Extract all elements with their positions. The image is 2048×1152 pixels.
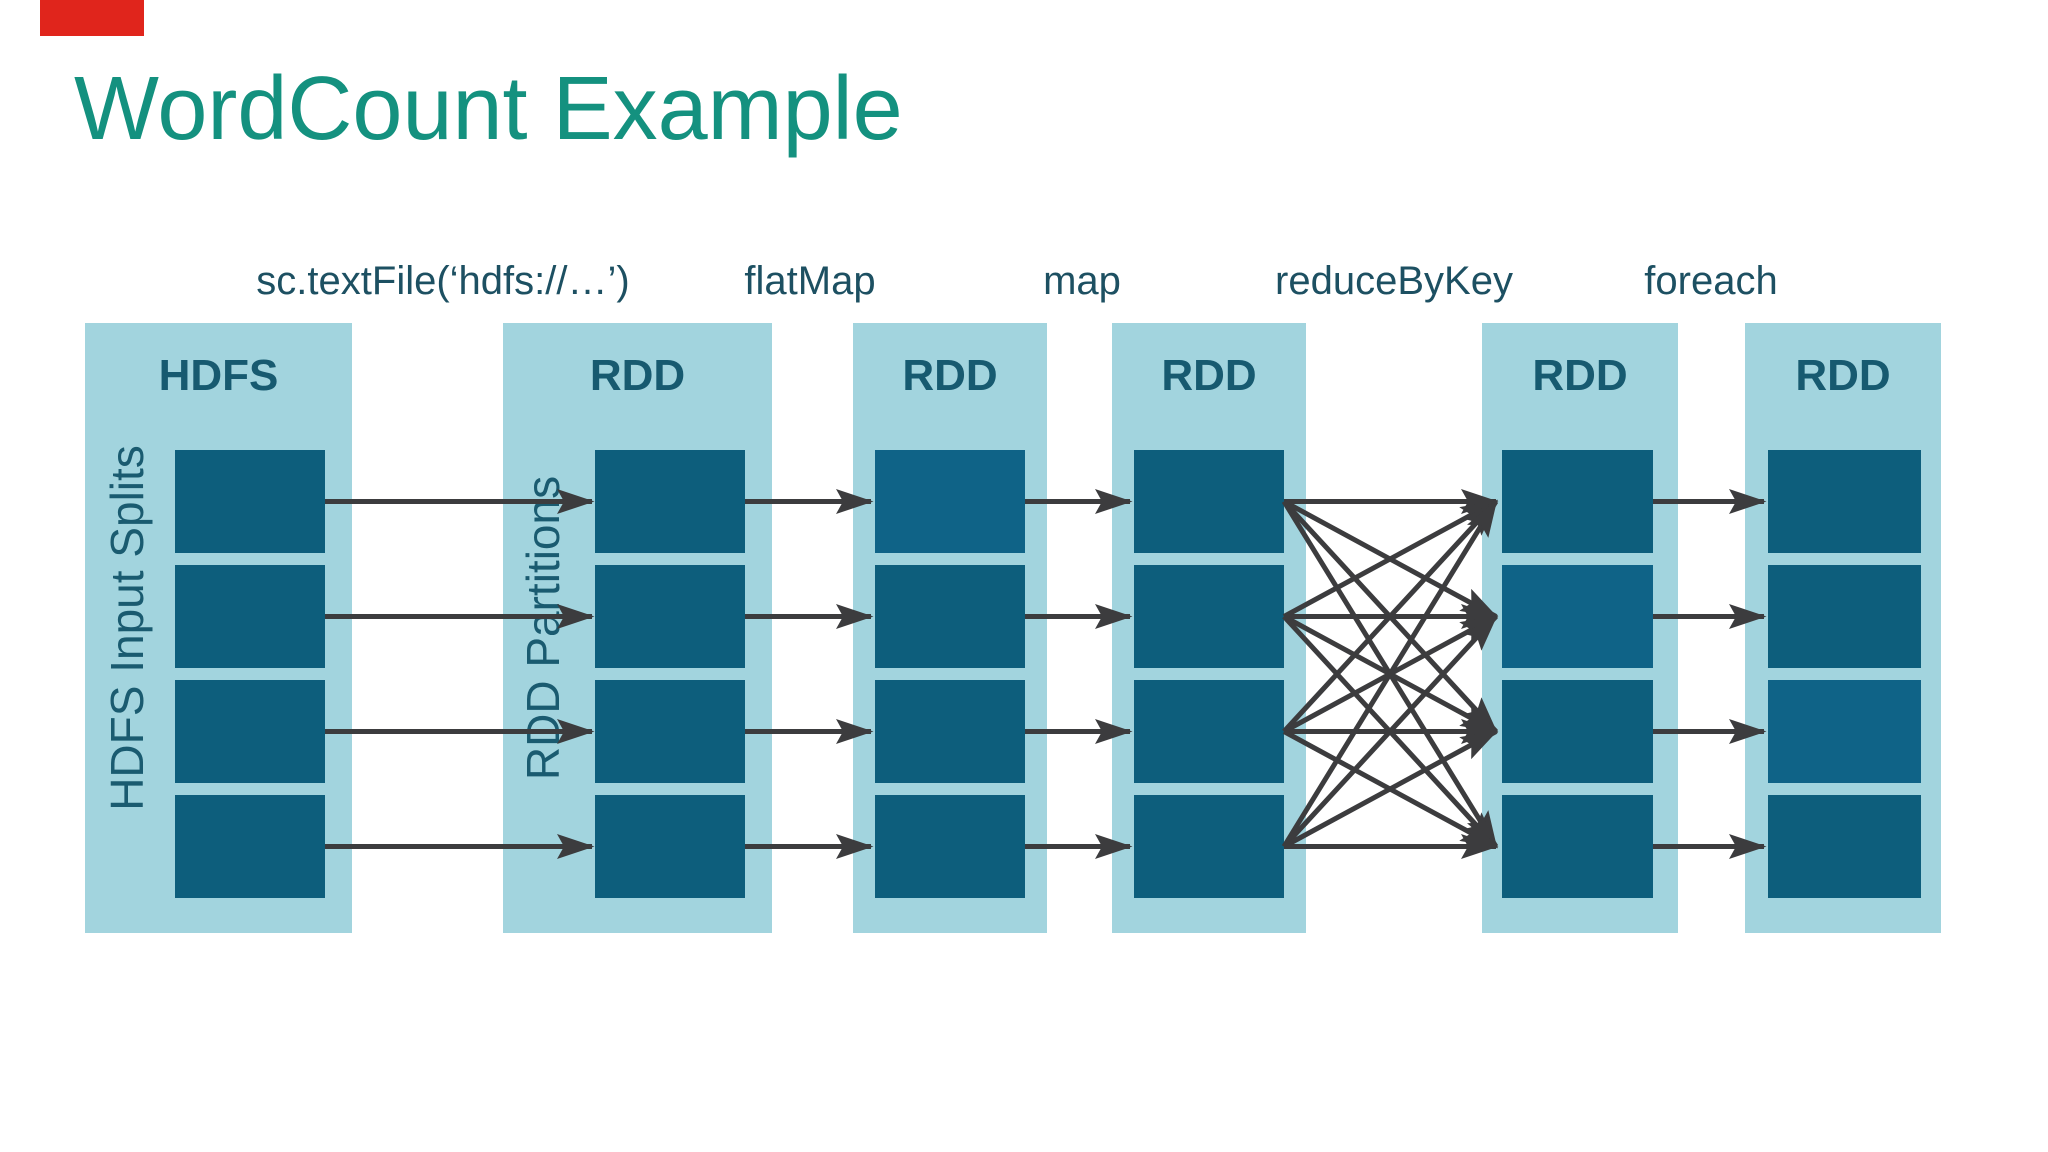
reduceByKey-shuffle	[1282, 729, 1499, 849]
column-header-hdfs: HDFS	[158, 351, 279, 400]
partition-block-rdd-2-4	[875, 795, 1025, 898]
reduceByKey-shuffle	[1282, 499, 1498, 734]
stage-label: reduceByKey	[1275, 259, 1513, 303]
partition-block-rdd-5-1	[1768, 450, 1921, 553]
column-header-rdd-1: RDD	[589, 351, 686, 400]
partition-block-rdd-4-2	[1502, 565, 1653, 668]
slide-title: WordCount Example	[74, 59, 903, 159]
partition-block-rdd-1-3	[595, 680, 745, 783]
column-header-rdd-2: RDD	[902, 351, 998, 400]
partition-block-rdd-1-1	[595, 450, 745, 553]
partition-block-rdd-4-3	[1502, 680, 1653, 783]
reduceByKey-shuffle	[1282, 614, 1499, 734]
stage-label: map	[1043, 259, 1121, 303]
partition-block-hdfs-1	[175, 450, 325, 553]
partition-block-hdfs-2	[175, 565, 325, 668]
partition-block-rdd-2-1	[875, 450, 1025, 553]
side-label-hdfs: HDFS Input Splits	[101, 445, 153, 811]
column-header-rdd-5: RDD	[1795, 351, 1891, 400]
reduceByKey-shuffle	[1282, 499, 1498, 734]
partition-block-hdfs-3	[175, 680, 325, 783]
partition-block-rdd-4-1	[1502, 450, 1653, 553]
partition-block-hdfs-4	[175, 795, 325, 898]
reduceByKey-shuffle	[1282, 729, 1499, 849]
partition-block-rdd-5-3	[1768, 680, 1921, 783]
partition-block-rdd-2-2	[875, 565, 1025, 668]
slide-accent-bar	[40, 0, 144, 36]
reduceByKey-shuffle	[1282, 614, 1498, 849]
partition-block-rdd-3-3	[1134, 680, 1284, 783]
partition-block-rdd-1-2	[595, 565, 745, 668]
column-header-rdd-3: RDD	[1161, 351, 1257, 400]
reduceByKey-shuffle	[1282, 499, 1499, 619]
stage-label: flatMap	[744, 259, 876, 303]
stage-label: foreach	[1644, 259, 1778, 303]
partition-block-rdd-3-2	[1134, 565, 1284, 668]
partition-block-rdd-3-4	[1134, 795, 1284, 898]
reduceByKey-shuffle	[1281, 500, 1499, 849]
partition-block-rdd-4-4	[1502, 795, 1653, 898]
side-label-rdd-1: RDD Partitions	[517, 475, 569, 781]
reduceByKey-shuffle	[1282, 614, 1499, 734]
partition-block-rdd-5-4	[1768, 795, 1921, 898]
partition-block-rdd-5-2	[1768, 565, 1921, 668]
partition-block-rdd-1-4	[595, 795, 745, 898]
stage-label: sc.textFile(‘hdfs://…’)	[256, 259, 630, 303]
partition-block-rdd-2-3	[875, 680, 1025, 783]
reduceByKey-shuffle	[1282, 499, 1499, 619]
partition-block-rdd-3-1	[1134, 450, 1284, 553]
reduceByKey-shuffle	[1281, 499, 1499, 848]
reduceByKey-shuffle	[1282, 614, 1498, 849]
column-header-rdd-4: RDD	[1532, 351, 1628, 400]
